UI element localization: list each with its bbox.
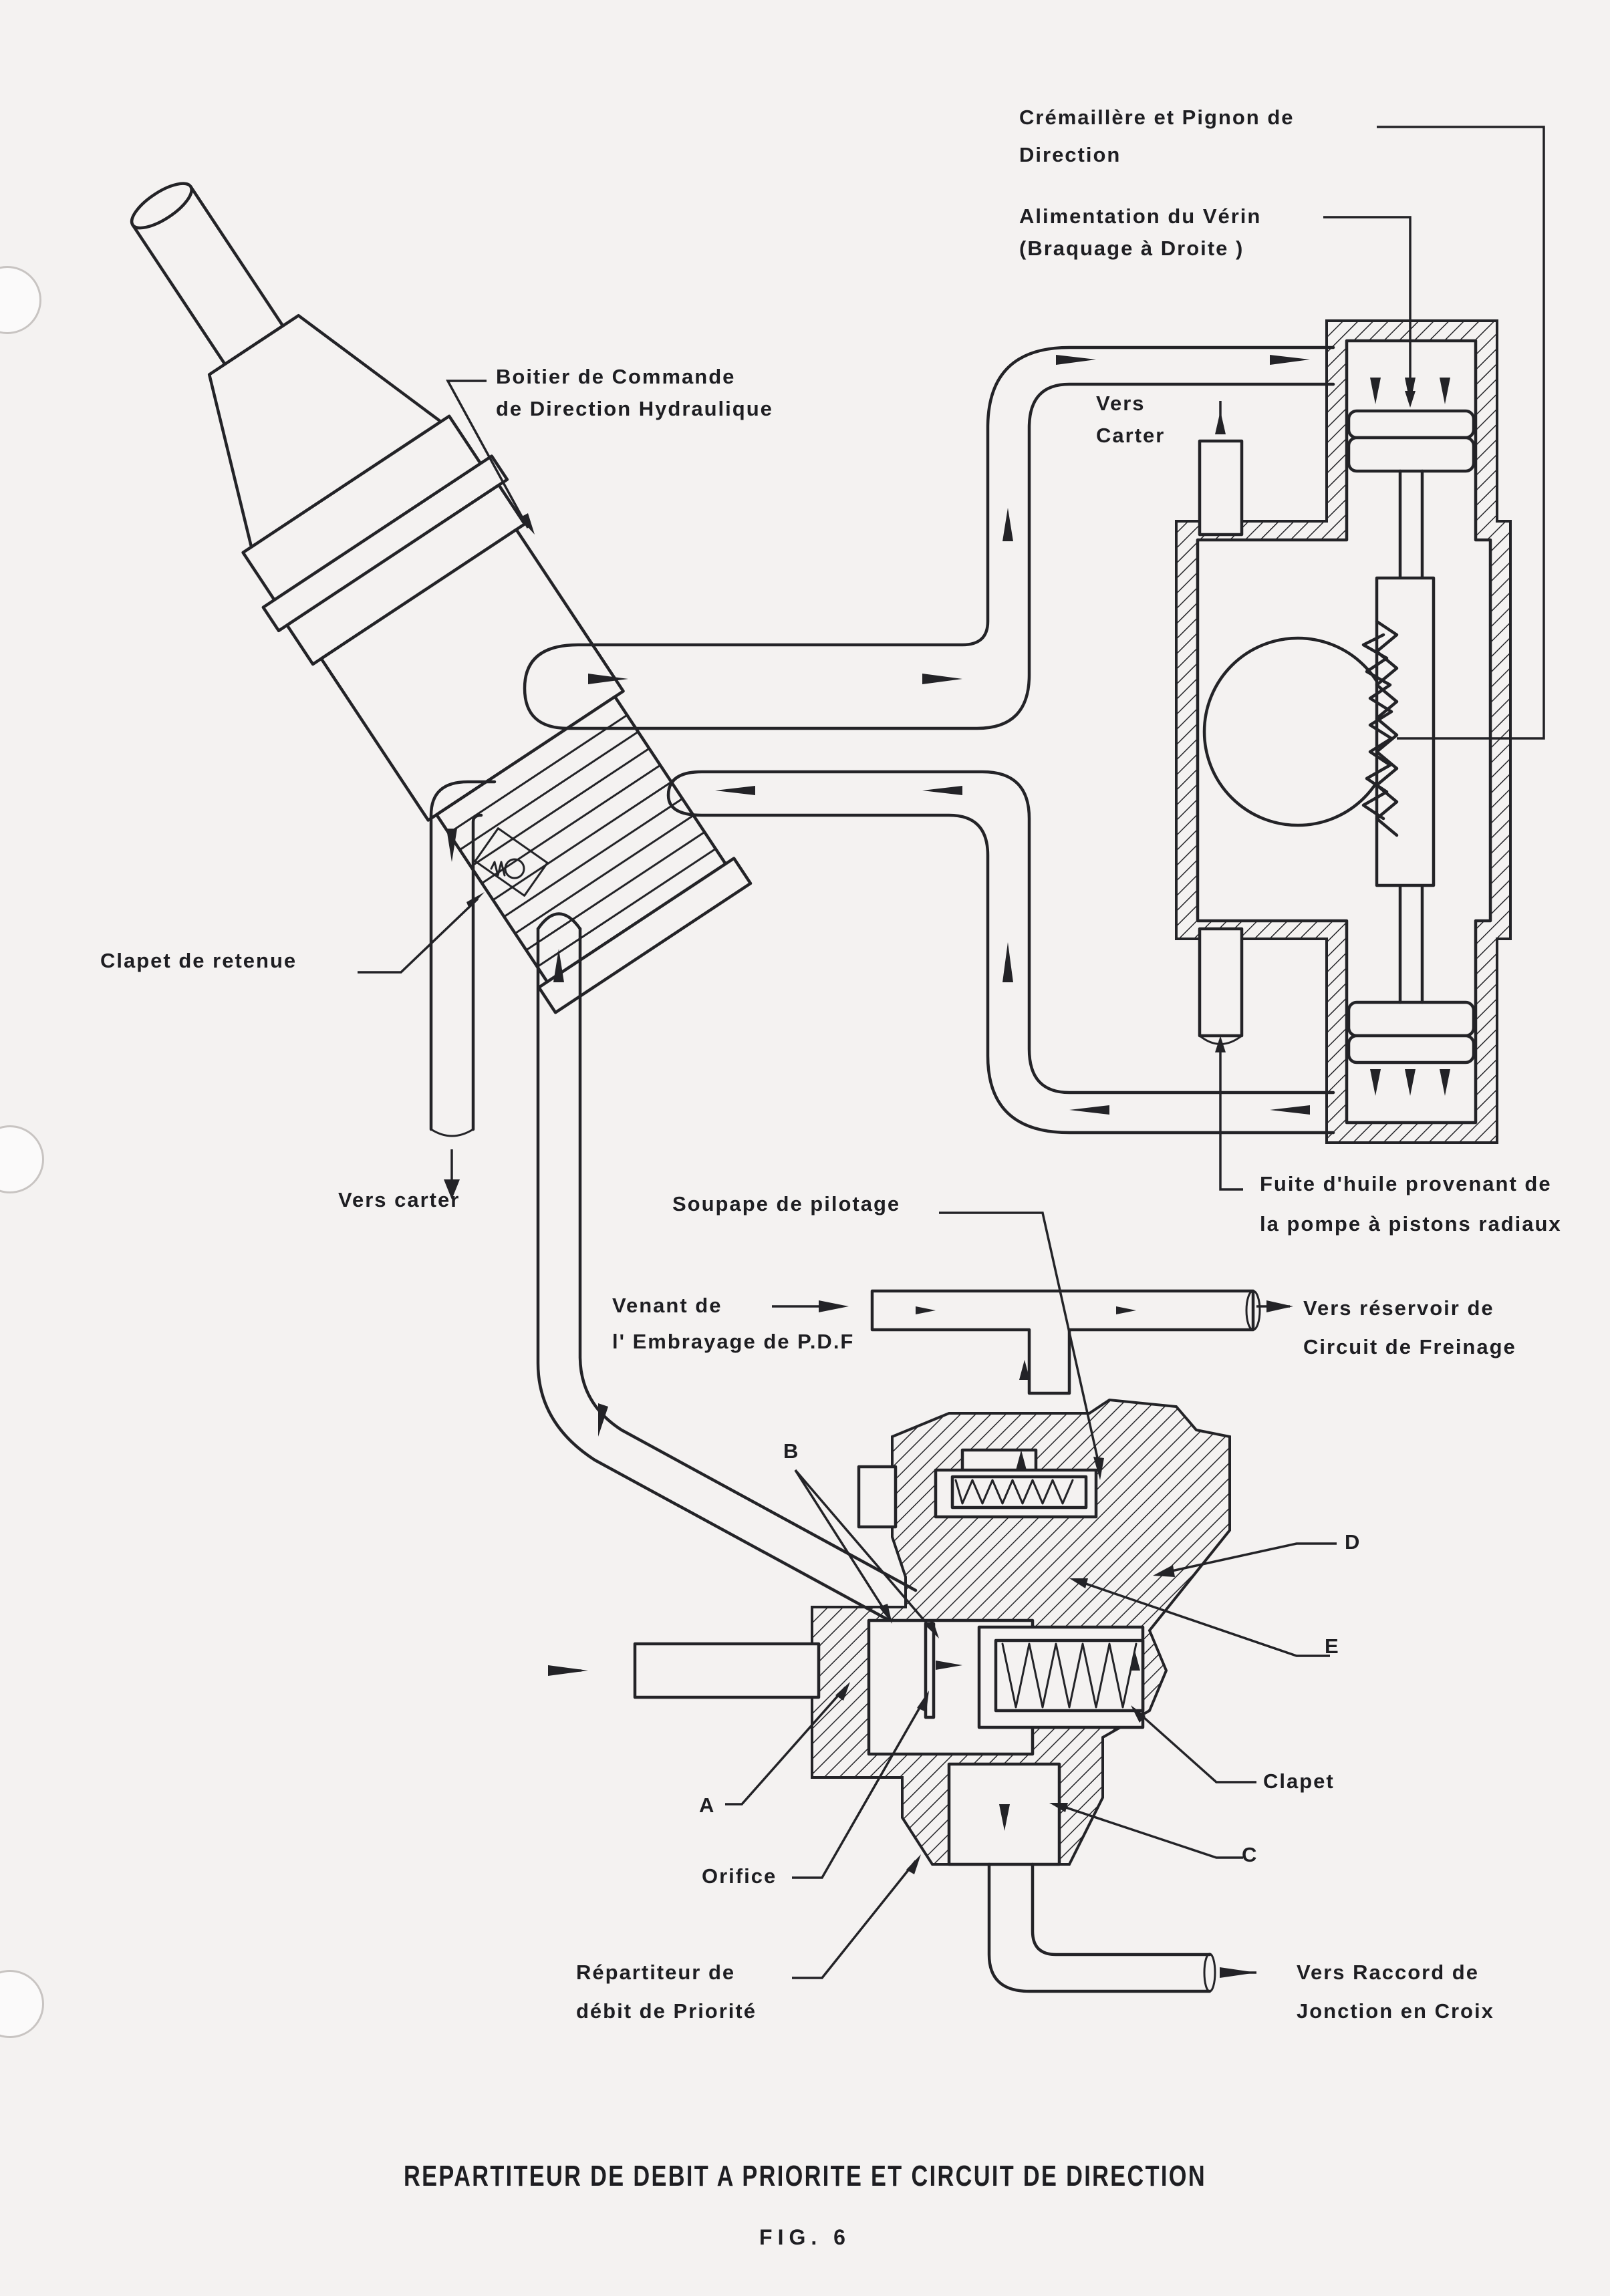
priority-flow-divider	[548, 1289, 1261, 1993]
label-to-cross-line2: Jonction en Croix	[1297, 1999, 1494, 2023]
label-check-valve: Clapet de retenue	[100, 949, 297, 972]
label-cylinder-feed-line1: Alimentation du Vérin	[1019, 204, 1262, 228]
label-divider-line2: débit de Priorité	[576, 1999, 757, 2023]
label-rack-pinion-line1: Crémaillère et Pignon de	[1019, 106, 1295, 129]
label-from-pto-line1: Venant de	[612, 1294, 722, 1317]
label-a: A	[699, 1793, 716, 1817]
label-to-sump-lower: Vers carter	[338, 1188, 460, 1211]
label-cylinder-feed: Alimentation du Vérin (Braquage à Droite…	[1019, 200, 1261, 265]
label-oil-leak: Fuite d'huile provenant de la pompe à pi…	[1260, 1168, 1562, 1240]
label-d: D	[1345, 1530, 1361, 1554]
label-to-cross: Vers Raccord de Jonction en Croix	[1297, 1957, 1494, 2027]
label-pilot-valve: Soupape de pilotage	[672, 1192, 901, 1215]
label-e: E	[1325, 1634, 1340, 1658]
label-oil-leak-line2: la pompe à pistons radiaux	[1260, 1212, 1562, 1236]
check-valve-and-sump-pipe	[429, 780, 549, 1199]
label-to-brake: Vers réservoir de Circuit de Freinage	[1303, 1292, 1516, 1363]
label-cylinder-feed-line2: (Braquage à Droite )	[1019, 237, 1244, 260]
label-oil-leak-line1: Fuite d'huile provenant de	[1260, 1172, 1552, 1195]
label-to-sump-upper-line2: Carter	[1096, 424, 1166, 447]
label-to-cross-line1: Vers Raccord de	[1297, 1961, 1479, 1984]
pressure-pipes	[523, 345, 1335, 1135]
leader-lines	[358, 126, 1545, 1979]
figure-number: FIG. 6	[759, 2225, 851, 2249]
supply-pipe	[536, 912, 918, 1626]
label-control-box-line1: Boitier de Commande	[496, 365, 736, 388]
figure-title: REPARTITEUR DE DEBIT A PRIORITE ET CIRCU…	[404, 2160, 1206, 2192]
steering-control-box	[130, 182, 753, 1014]
label-c: C	[1242, 1843, 1258, 1866]
label-control-box: Boitier de Commande de Direction Hydraul…	[496, 361, 773, 425]
label-clapet: Clapet	[1263, 1769, 1335, 1793]
label-rack-pinion: Crémaillère et Pignon de Direction	[1019, 102, 1295, 171]
label-rack-pinion-line2: Direction	[1019, 143, 1121, 166]
label-to-brake-line1: Vers réservoir de	[1303, 1296, 1494, 1320]
label-to-sump-upper-line1: Vers	[1096, 392, 1146, 415]
label-divider: Répartiteur de débit de Priorité	[576, 1957, 757, 2027]
label-to-sump-upper: Vers Carter	[1096, 388, 1165, 452]
label-to-brake-line2: Circuit de Freinage	[1303, 1335, 1516, 1358]
label-control-box-line2: de Direction Hydraulique	[496, 397, 773, 420]
label-b: B	[783, 1439, 800, 1463]
label-from-pto-line2: l' Embrayage de P.D.F	[612, 1330, 855, 1353]
rack-and-pinion	[1175, 319, 1512, 1144]
label-divider-line1: Répartiteur de	[576, 1961, 736, 1984]
label-from-pto: Venant de l' Embrayage de P.D.F	[612, 1290, 854, 1358]
label-orifice: Orifice	[702, 1864, 777, 1888]
